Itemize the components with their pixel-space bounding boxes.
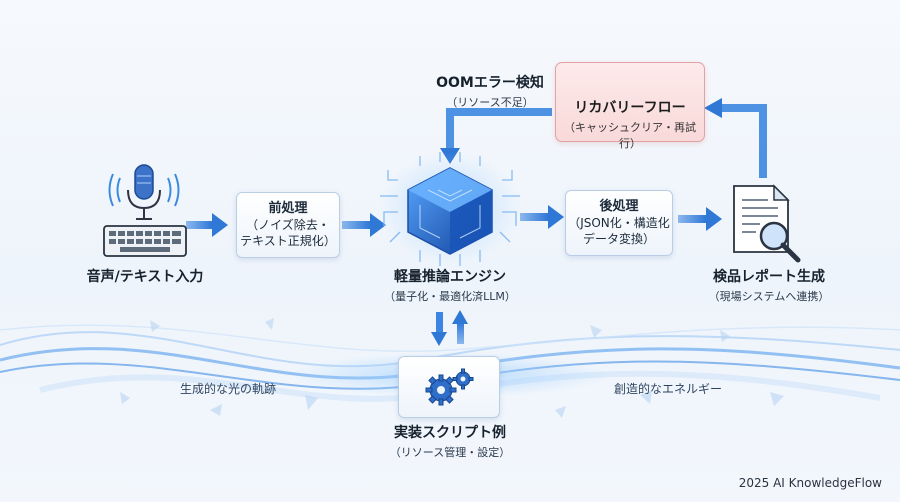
flow-arrow-script-to-engine [452,310,468,344]
gears-icon [425,368,474,406]
input-title: 音声/テキスト入力 [86,269,204,285]
cube-chip-icon [380,152,520,266]
recovery-subtitle: （キャッシュクリア・再試行） [564,121,696,150]
script-node [398,356,500,418]
engine-title: 軽量推論エンジン [394,269,506,285]
flow-arrow-engine-to-post [520,205,564,229]
postprocess-node: 後処理 （JSON化・構造化 データ変換） [565,190,673,256]
script-subtitle: （リソース管理・設定） [389,446,511,459]
engine-subtitle: （量子化・最適化済LLM） [384,290,516,303]
flow-arrow-report-to-recovery [704,98,767,178]
wave-label-left: 生成的な光の軌跡 [180,382,277,396]
flow-arrow-pre-to-engine [342,213,386,237]
input-label: 音声/テキスト入力 [60,266,230,286]
oom-label: OOMエラー検知 （リソース不足） [430,72,550,110]
wave-label-right: 創造的なエネルギー [614,382,723,396]
preprocess-node: 前処理 （ノイズ除去・ テキスト正規化） [236,192,340,258]
flow-arrow-input-to-pre [186,213,228,237]
recovery-title: リカバリーフロー [574,100,686,116]
preprocess-line2: テキスト正規化） [240,234,336,248]
script-title: 実装スクリプト例 [394,425,506,441]
postprocess-title: 後処理 [599,199,639,214]
keyboard-icon [103,225,187,257]
postprocess-line2: データ変換） [582,232,655,246]
recovery-node: リカバリーフロー （キャッシュクリア・再試行） [555,62,705,150]
oom-title: OOMエラー検知 [436,75,544,91]
report-label: 検品レポート生成 （現場システムへ連携） [684,266,854,304]
oom-subtitle: （リソース不足） [446,96,534,109]
microphone-icon [108,164,180,220]
script-label: 実装スクリプト例 （リソース管理・設定） [370,422,530,460]
footer-credit: 2025 AI KnowledgeFlow [738,476,882,490]
report-subtitle: （現場システムへ連携） [708,290,830,303]
preprocess-line1: （ノイズ除去・ [246,218,330,232]
engine-label: 軽量推論エンジン （量子化・最適化済LLM） [360,266,540,304]
document-search-icon [733,184,801,263]
flow-arrow-engine-to-script [431,312,447,346]
flow-arrow-post-to-report [678,207,722,231]
report-title: 検品レポート生成 [713,269,825,285]
particle-decoration [120,318,784,418]
postprocess-line1: （JSON化・構造化 [568,216,670,230]
preprocess-title: 前処理 [268,201,308,216]
